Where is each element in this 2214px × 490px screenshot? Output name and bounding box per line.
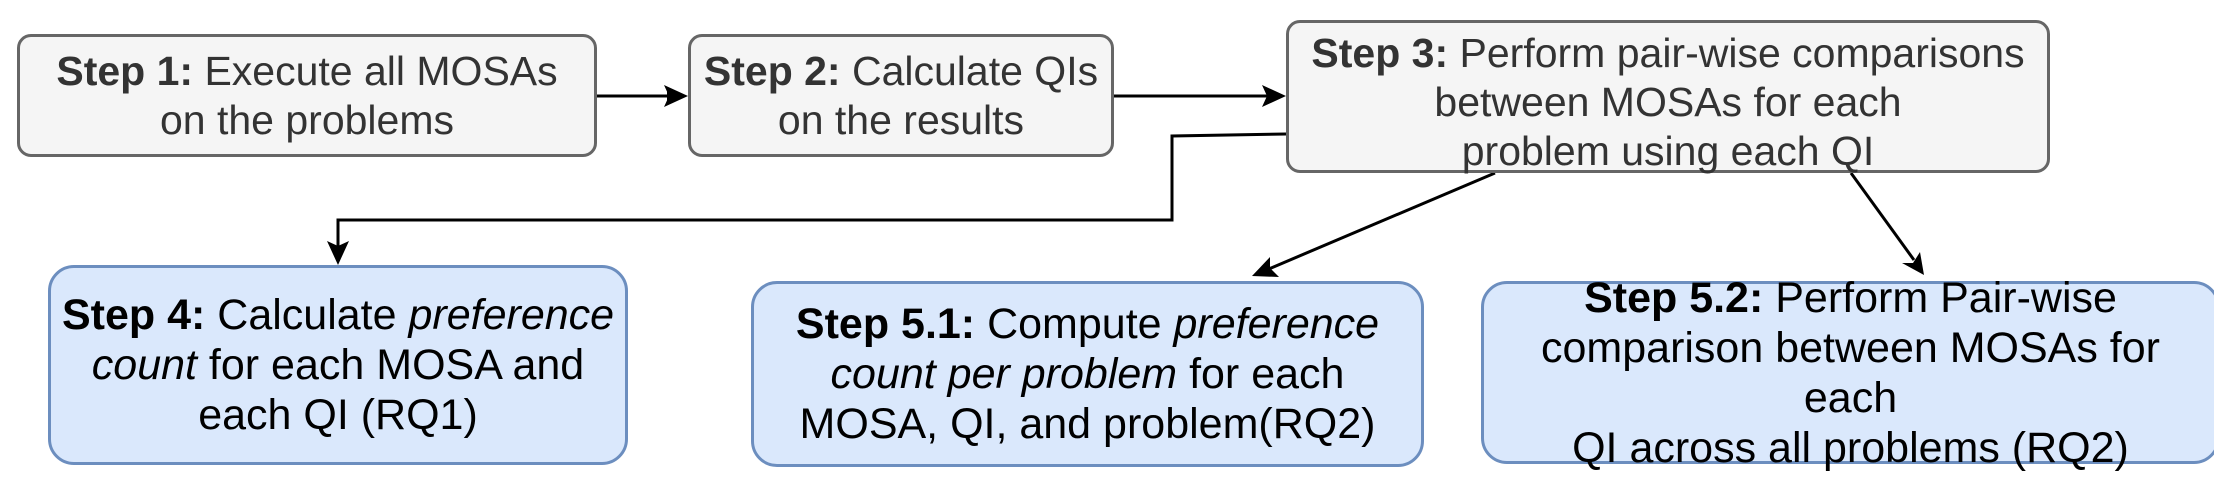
step1-heading: Step 1: [56, 47, 194, 94]
arrowhead-step51 [1252, 257, 1279, 277]
step2-text-line1: Calculate QIs [840, 47, 1099, 94]
step4-text-italic2: count [91, 341, 197, 389]
step4-text-pre: Calculate [205, 291, 409, 339]
step51-text-pre: Compute [975, 300, 1174, 348]
step1-text-line2: on the problems [159, 96, 454, 143]
step52-text-line1: Perform Pair-wise [1763, 273, 2117, 322]
step51-node: Step 5.1: Compute preference count per p… [751, 281, 1424, 467]
step3-heading: Step 3: [1311, 30, 1449, 76]
step51-text-post: for each [1177, 350, 1345, 398]
step4-heading: Step 4: [61, 291, 206, 339]
step3-node: Step 3: Perform pair-wise comparisons be… [1286, 20, 2050, 174]
step4-text-post: for each MOSA and [196, 341, 585, 389]
step3-text-line1: Perform pair-wise comparisons [1448, 30, 2025, 76]
step4-text-line3: each QI (RQ1) [198, 391, 478, 439]
step52-heading: Step 5.2: [1584, 273, 1764, 322]
step51-text-line3: MOSA, QI, and problem(RQ2) [799, 400, 1376, 448]
step1-text-line1: Execute all MOSAs [193, 47, 558, 94]
step2-node: Step 2: Calculate QIs on the results [688, 34, 1114, 157]
step52-node: Step 5.2: Perform Pair-wise comparison b… [1481, 274, 2214, 472]
arrowhead-step3 [1262, 85, 1286, 107]
step2-text-line2: on the results [777, 96, 1025, 143]
edge-step3-to-step52 [1849, 172, 1916, 261]
step1-node: Step 1: Execute all MOSAs on the problem… [17, 34, 597, 157]
step3-text-line3: problem using each QI [1461, 128, 1875, 174]
step52-text-line3: QI across all problems (RQ2) [1572, 423, 2129, 472]
edge-step3-to-step51 [1263, 171, 1496, 273]
arrowhead-step2 [664, 85, 688, 107]
arrowhead-step4 [327, 241, 349, 265]
step51-text-italic2: count per problem [830, 350, 1178, 398]
step4-node: Step 4: Calculate preference count for e… [48, 265, 628, 465]
step52-text-line2: comparison between MOSAs for each [1541, 323, 2160, 422]
step51-text-italic1: preference [1173, 300, 1380, 348]
step51-heading: Step 5.1: [795, 300, 976, 348]
step2-heading: Step 2: [703, 47, 841, 94]
step3-text-line2: between MOSAs for each [1434, 79, 1902, 125]
step4-text-italic1: preference [408, 291, 615, 339]
